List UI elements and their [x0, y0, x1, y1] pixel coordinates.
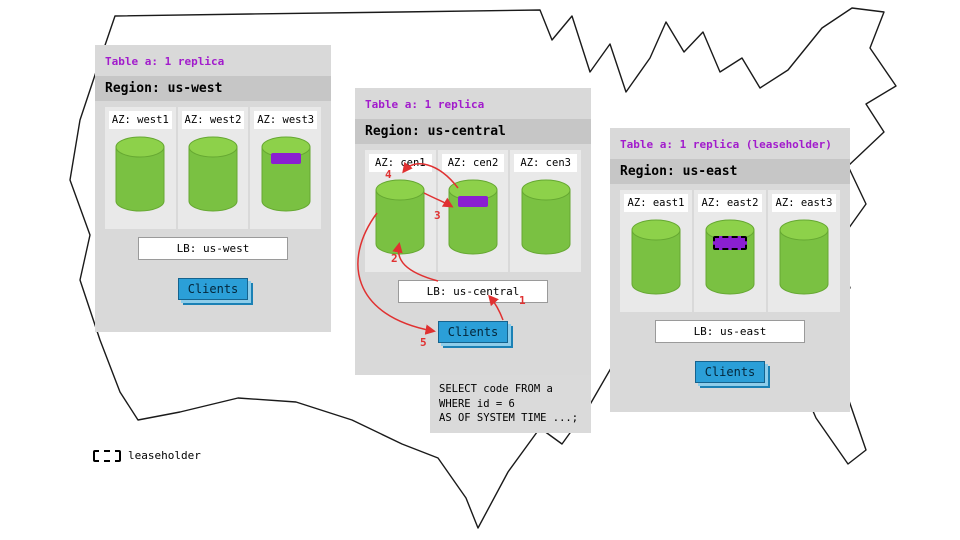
table-replica-label-west: Table a: 1 replica	[105, 55, 225, 68]
az-label-east3: AZ: east3	[772, 194, 836, 212]
load-balancer-us-east: LB: us-east	[655, 320, 805, 343]
replica-range-marker	[270, 153, 301, 164]
database-icon	[448, 179, 498, 255]
sql-line-1: SELECT code FROM a	[439, 383, 553, 395]
database-cylinder	[446, 178, 500, 262]
database-cylinder	[519, 178, 573, 262]
sql-line-3: AS OF SYSTEM TIME ...;	[439, 412, 579, 425]
database-cylinder	[777, 218, 831, 302]
region-label-east: Region: us-east	[610, 159, 850, 184]
step-number-2: 2	[391, 252, 398, 265]
clients-box-us-west: Clients	[178, 278, 248, 300]
database-icon	[261, 136, 311, 212]
database-icon	[631, 219, 681, 295]
table-replica-label-east: Table a: 1 replica (leaseholder)	[620, 138, 832, 151]
az-row-west: AZ: west1 AZ: west2 AZ:	[105, 107, 322, 229]
az-row-east: AZ: east1 AZ: east2	[620, 190, 840, 312]
leaseholder-legend-swatch	[93, 449, 121, 462]
az-col-cen2: AZ: cen2	[437, 150, 509, 272]
replica-range-marker	[458, 196, 488, 207]
az-label-east2: AZ: east2	[698, 194, 762, 212]
legend: leaseholder	[93, 449, 201, 462]
leaseholder-range-marker	[713, 236, 747, 250]
az-label-east1: AZ: east1	[624, 194, 688, 212]
sql-line-2: WHERE id = 6	[439, 397, 515, 410]
region-label-central: Region: us-central	[355, 119, 591, 144]
database-icon	[375, 179, 425, 255]
leaseholder-legend-label: leaseholder	[128, 449, 201, 462]
az-col-west3: AZ: west3	[250, 107, 322, 229]
database-icon	[188, 136, 238, 212]
database-cylinder	[113, 135, 167, 219]
step-number-5: 5	[420, 336, 427, 349]
clients-box-us-east: Clients	[695, 361, 765, 383]
az-label-cen1: AZ: cen1	[369, 154, 432, 172]
az-label-west1: AZ: west1	[109, 111, 172, 129]
az-col-east1: AZ: east1	[620, 190, 692, 312]
load-balancer-us-west: LB: us-west	[138, 237, 288, 260]
database-cylinder	[259, 135, 313, 219]
sql-query-block: SELECT code FROM a WHERE id = 6 AS OF SY…	[430, 375, 591, 433]
step-number-4: 4	[385, 168, 392, 181]
table-replica-label-central: Table a: 1 replica	[365, 98, 485, 111]
az-label-west2: AZ: west2	[181, 111, 245, 129]
az-col-cen1: AZ: cen1	[365, 150, 436, 272]
database-cylinder	[629, 218, 683, 302]
az-label-cen2: AZ: cen2	[441, 154, 505, 172]
step-number-3: 3	[434, 209, 441, 222]
region-panel-us-central: Table a: 1 replica Region: us-central AZ…	[355, 88, 591, 375]
az-col-cen3: AZ: cen3	[510, 150, 582, 272]
region-label-west: Region: us-west	[95, 76, 331, 101]
az-label-cen3: AZ: cen3	[514, 154, 578, 172]
database-icon	[521, 179, 571, 255]
clients-box-us-central: Clients	[438, 321, 508, 343]
az-label-west3: AZ: west3	[254, 111, 318, 129]
az-col-west2: AZ: west2	[177, 107, 249, 229]
database-cylinder	[186, 135, 240, 219]
az-col-east3: AZ: east3	[768, 190, 840, 312]
az-col-west1: AZ: west1	[105, 107, 176, 229]
database-cylinder	[373, 178, 427, 262]
database-cylinder	[703, 218, 757, 302]
database-icon	[115, 136, 165, 212]
az-col-east2: AZ: east2	[694, 190, 766, 312]
database-icon	[779, 219, 829, 295]
database-icon	[705, 219, 755, 295]
region-panel-us-east: Table a: 1 replica (leaseholder) Region:…	[610, 128, 850, 412]
region-panel-us-west: Table a: 1 replica Region: us-west AZ: w…	[95, 45, 331, 332]
step-number-1: 1	[519, 294, 526, 307]
